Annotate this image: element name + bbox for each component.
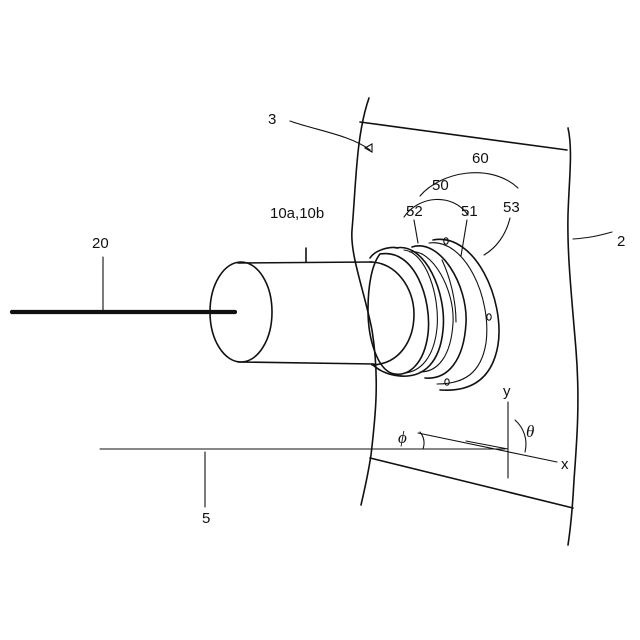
ring-51-shade (442, 260, 456, 322)
seal-front-rim (370, 262, 414, 365)
seal-face (368, 254, 429, 375)
bolt-icon (487, 314, 491, 320)
label-10: 10a,10b (270, 205, 324, 222)
panel-top-edge (360, 122, 567, 150)
label-52: 52 (406, 203, 423, 220)
seal-top (370, 247, 398, 258)
label-60: 60 (472, 150, 489, 167)
label-5: 5 (202, 510, 210, 527)
panel-bottom-edge (370, 458, 573, 508)
theta-arc (515, 420, 526, 452)
panel-left-break (352, 98, 376, 505)
bolt-icon (445, 379, 449, 385)
holder-ring-51 (410, 246, 466, 378)
wall-panel (352, 98, 578, 545)
label-20: 20 (92, 235, 109, 252)
label-50: 50 (432, 177, 449, 194)
label-y: y (503, 383, 511, 400)
label-3: 3 (268, 111, 276, 128)
label-theta: θ (526, 422, 534, 441)
leader-2 (573, 232, 612, 239)
x-axis (418, 433, 557, 462)
flange-53 (429, 238, 499, 390)
label-53: 53 (503, 199, 520, 216)
cylinder-bottom-edge (238, 362, 374, 364)
label-2: 2 (617, 233, 625, 250)
label-51: 51 (461, 203, 478, 220)
label-phi: ϕ (398, 428, 407, 447)
cylinder-top-edge (238, 262, 372, 263)
seal-block-50 (368, 247, 429, 376)
coordinate-axes (418, 402, 557, 478)
reference-labels: 3 60 50 52 51 53 10a,10b 20 2 5 y x θ ϕ (92, 111, 625, 527)
leader-52 (414, 220, 418, 243)
cylinder-10 (210, 248, 374, 364)
panel-right-break (568, 128, 578, 545)
ring-52-inner (404, 250, 437, 373)
leader-53 (484, 218, 510, 255)
leader-3-arrowhead (365, 144, 372, 152)
label-x: x (561, 456, 569, 473)
